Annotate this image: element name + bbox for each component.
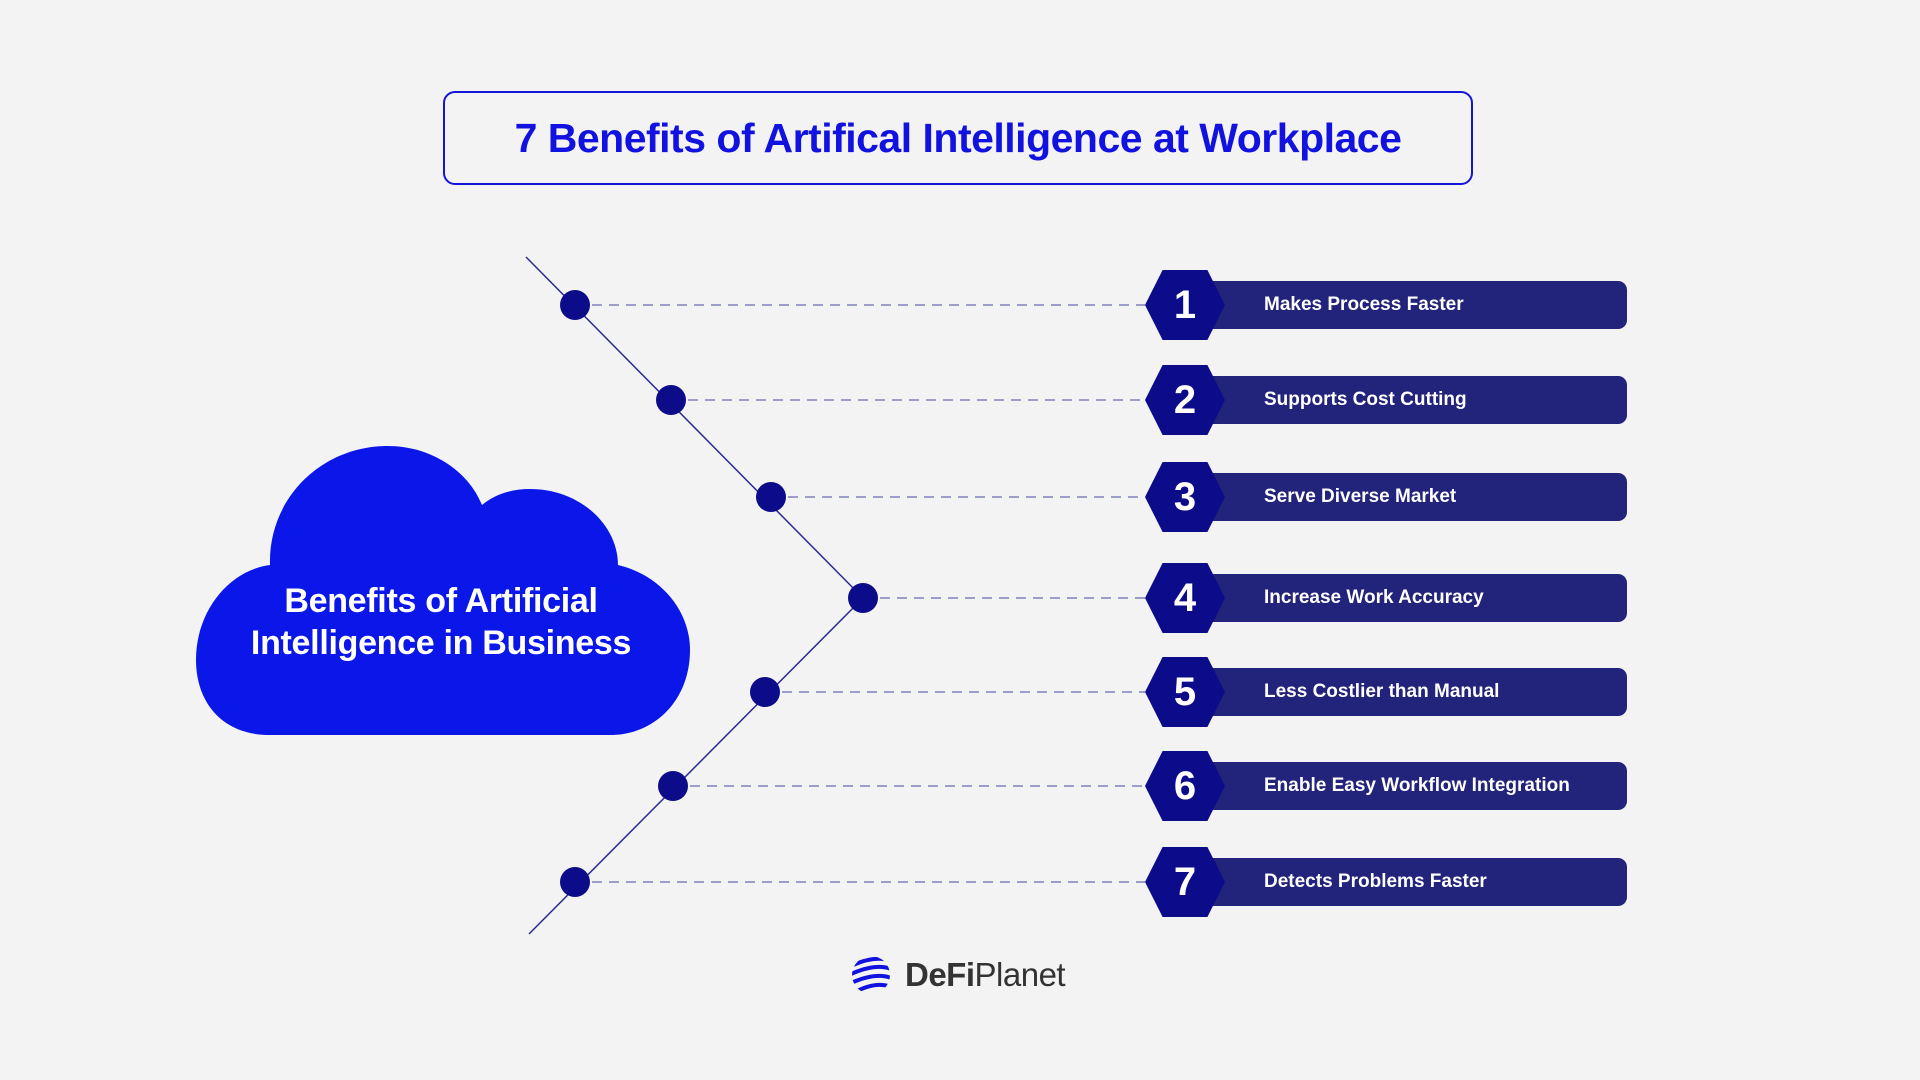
benefit-label: Makes Process Faster: [1264, 294, 1464, 315]
node-dot: [658, 771, 688, 801]
benefit-item: Supports Cost Cutting 2: [1145, 365, 1627, 435]
benefit-number-hexagon: 7: [1145, 847, 1225, 917]
benefit-bar: Detects Problems Faster: [1205, 858, 1627, 906]
benefit-label: Detects Problems Faster: [1264, 871, 1487, 892]
benefit-bar: Makes Process Faster: [1205, 281, 1627, 329]
node-dot: [848, 583, 878, 613]
benefit-item: Increase Work Accuracy 4: [1145, 563, 1627, 633]
benefit-number-hexagon: 5: [1145, 657, 1225, 727]
page-title: 7 Benefits of Artifical Intelligence at …: [514, 114, 1402, 161]
node-dot: [560, 867, 590, 897]
cloud-label-line2: Intelligence in Business: [250, 624, 632, 662]
benefit-bar: Increase Work Accuracy: [1205, 574, 1627, 622]
benefit-item: Detects Problems Faster 7: [1145, 847, 1627, 917]
benefit-label: Enable Easy Workflow Integration: [1264, 775, 1570, 796]
title-box: 7 Benefits of Artifical Intelligence at …: [443, 91, 1473, 185]
benefit-bar: Serve Diverse Market: [1205, 473, 1627, 521]
benefit-bar: Enable Easy Workflow Integration: [1205, 762, 1627, 810]
benefit-number-hexagon: 6: [1145, 751, 1225, 821]
globe-icon: [852, 956, 890, 994]
benefit-label: Supports Cost Cutting: [1264, 389, 1467, 410]
logo-text: DeFiPlanet: [905, 956, 1066, 993]
benefit-item: Enable Easy Workflow Integration 6: [1145, 751, 1627, 821]
benefit-number-hexagon: 1: [1145, 270, 1225, 340]
benefit-bar: Supports Cost Cutting: [1205, 376, 1627, 424]
benefit-label: Less Costlier than Manual: [1264, 681, 1500, 702]
node-dot: [750, 677, 780, 707]
benefit-item: Serve Diverse Market 3: [1145, 462, 1627, 532]
benefit-number-hexagon: 4: [1145, 563, 1225, 633]
benefit-label: Increase Work Accuracy: [1264, 587, 1484, 608]
benefit-bar: Less Costlier than Manual: [1205, 668, 1627, 716]
node-dot: [756, 482, 786, 512]
node-dot: [560, 290, 590, 320]
defi-planet-logo: DeFiPlanet: [851, 955, 1066, 995]
benefit-item: Makes Process Faster 1: [1145, 270, 1627, 340]
benefit-item: Less Costlier than Manual 5: [1145, 657, 1627, 727]
benefit-number-hexagon: 3: [1145, 462, 1225, 532]
benefit-number-hexagon: 2: [1145, 365, 1225, 435]
benefit-label: Serve Diverse Market: [1264, 486, 1457, 507]
cloud-shape: [196, 446, 690, 735]
cloud-label: Benefits of Artificial Intelligence in B…: [196, 580, 686, 664]
node-dot: [656, 385, 686, 415]
cloud-label-line1: Benefits of Artificial: [284, 582, 598, 620]
